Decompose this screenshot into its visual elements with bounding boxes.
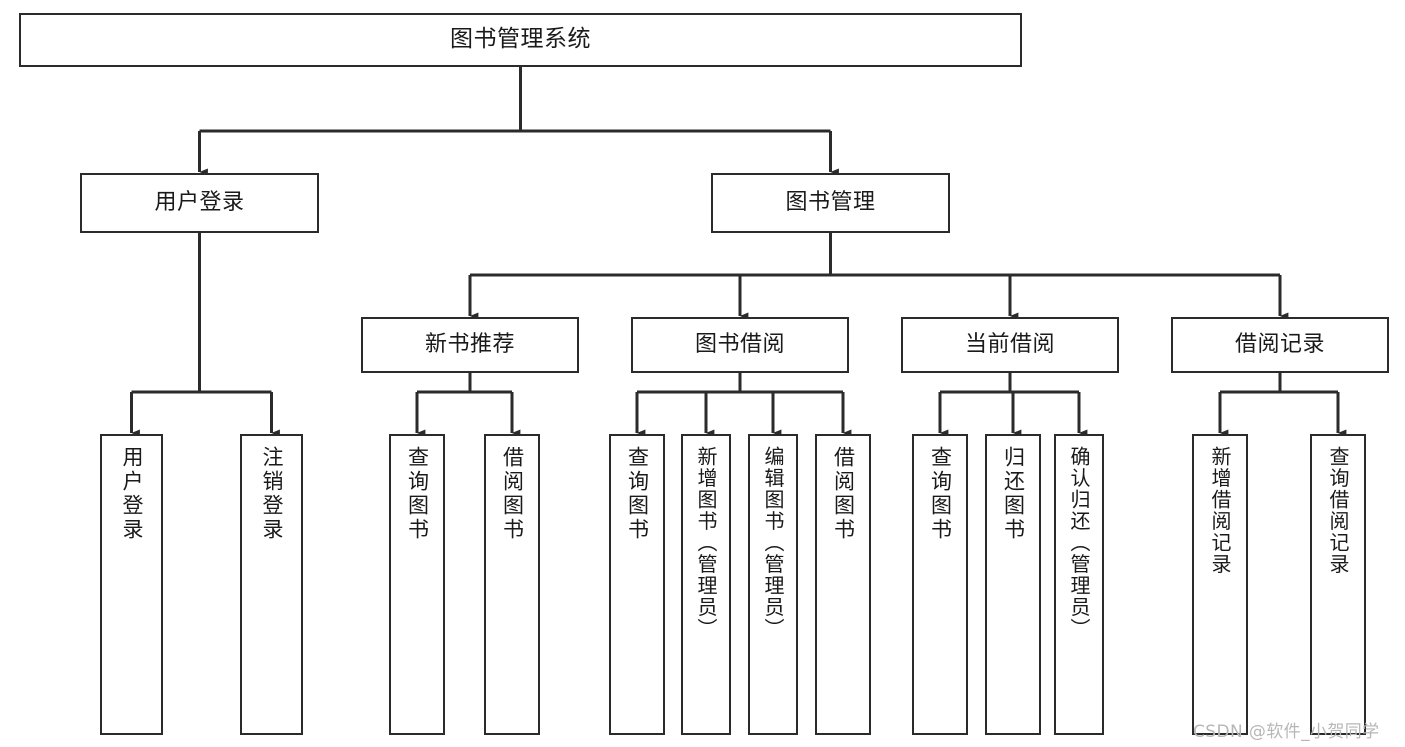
node-label-leaf-confirm-return: 确认归还（管理员） — [1067, 446, 1091, 640]
node-label-new-book-rec: 新书推荐 — [424, 332, 515, 358]
node-leaf-add-record[interactable]: 新增借阅记录 — [1192, 434, 1248, 735]
node-leaf-query-book-2[interactable]: 查询图书 — [609, 434, 665, 735]
node-leaf-return-book[interactable]: 归还图书 — [985, 434, 1041, 735]
node-leaf-query-record[interactable]: 查询借阅记录 — [1310, 434, 1366, 735]
node-label-leaf-borrow-book-2: 借阅图书 — [831, 446, 856, 542]
node-label-current-borrow: 当前借阅 — [964, 332, 1055, 358]
node-label-book-manage: 图书管理 — [785, 190, 876, 216]
node-label-root: 图书管理系统 — [450, 26, 591, 53]
node-label-borrow-record: 借阅记录 — [1234, 332, 1325, 358]
node-current-borrow[interactable]: 当前借阅 — [901, 317, 1119, 373]
node-label-leaf-query-book-2: 查询图书 — [625, 446, 650, 542]
node-label-leaf-query-book-1: 查询图书 — [405, 446, 430, 542]
node-leaf-borrow-book-1[interactable]: 借阅图书 — [484, 434, 540, 735]
node-root[interactable]: 图书管理系统 — [19, 13, 1022, 67]
node-label-leaf-user-logout: 注销登录 — [260, 446, 284, 542]
node-leaf-user-login[interactable]: 用户登录 — [100, 434, 163, 735]
node-label-leaf-add-book: 新增图书（管理员） — [694, 446, 718, 640]
node-label-leaf-query-record: 查询借阅记录 — [1326, 446, 1350, 575]
node-label-leaf-query-book-3: 查询图书 — [928, 446, 953, 542]
node-new-book-rec[interactable]: 新书推荐 — [361, 317, 579, 373]
csdn-watermark: CSDN @软件_小贺同学 — [1193, 722, 1380, 742]
node-leaf-edit-book[interactable]: 编辑图书（管理员） — [748, 434, 798, 735]
node-leaf-borrow-book-2[interactable]: 借阅图书 — [815, 434, 871, 735]
node-label-leaf-return-book: 归还图书 — [1001, 446, 1026, 542]
node-label-user-login: 用户登录 — [154, 190, 245, 216]
node-leaf-confirm-return[interactable]: 确认归还（管理员） — [1054, 434, 1104, 735]
node-leaf-add-book[interactable]: 新增图书（管理员） — [681, 434, 731, 735]
node-book-manage[interactable]: 图书管理 — [711, 173, 950, 233]
node-leaf-user-logout[interactable]: 注销登录 — [240, 434, 303, 735]
node-book-borrow[interactable]: 图书借阅 — [631, 317, 849, 373]
node-label-leaf-borrow-book-1: 借阅图书 — [500, 446, 525, 542]
node-label-leaf-edit-book: 编辑图书（管理员） — [761, 446, 785, 640]
node-label-leaf-user-login: 用户登录 — [120, 446, 144, 542]
node-label-book-borrow: 图书借阅 — [694, 332, 785, 358]
node-borrow-record[interactable]: 借阅记录 — [1171, 317, 1389, 373]
node-user-login[interactable]: 用户登录 — [80, 173, 319, 233]
node-label-leaf-add-record: 新增借阅记录 — [1208, 446, 1232, 575]
node-leaf-query-book-1[interactable]: 查询图书 — [389, 434, 445, 735]
node-leaf-query-book-3[interactable]: 查询图书 — [912, 434, 968, 735]
